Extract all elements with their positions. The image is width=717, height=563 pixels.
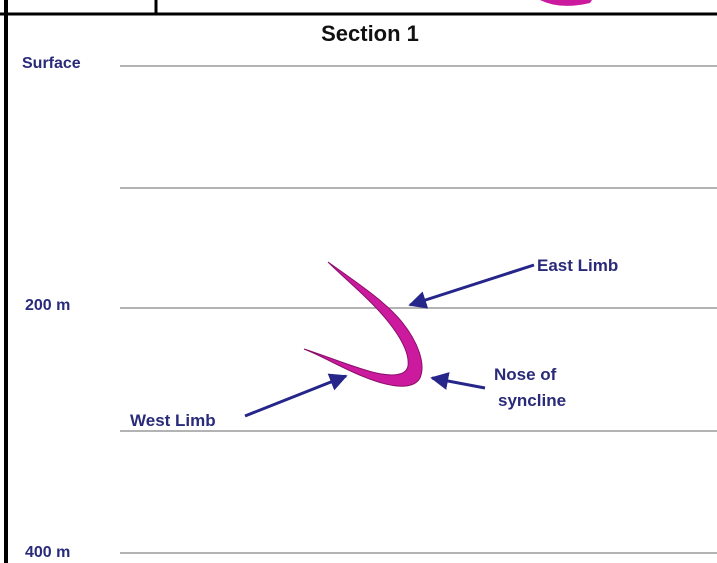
nose-label-line1: Nose of [494, 365, 557, 384]
east-limb-label: East Limb [537, 256, 618, 275]
syncline-fold [303, 261, 423, 387]
nose-label-line2: syncline [498, 391, 566, 410]
west-limb-label: West Limb [130, 411, 216, 430]
surface-label: Surface [22, 55, 81, 72]
west-limb-arrow [244, 373, 348, 418]
depth-label-400m: 400 m [25, 544, 70, 561]
nose-arrow [430, 372, 486, 390]
top-magenta-fragment [540, 0, 592, 6]
east-limb-arrow [408, 263, 535, 309]
depth-label-200m: 200 m [25, 297, 70, 314]
section-title: Section 1 [321, 21, 419, 46]
